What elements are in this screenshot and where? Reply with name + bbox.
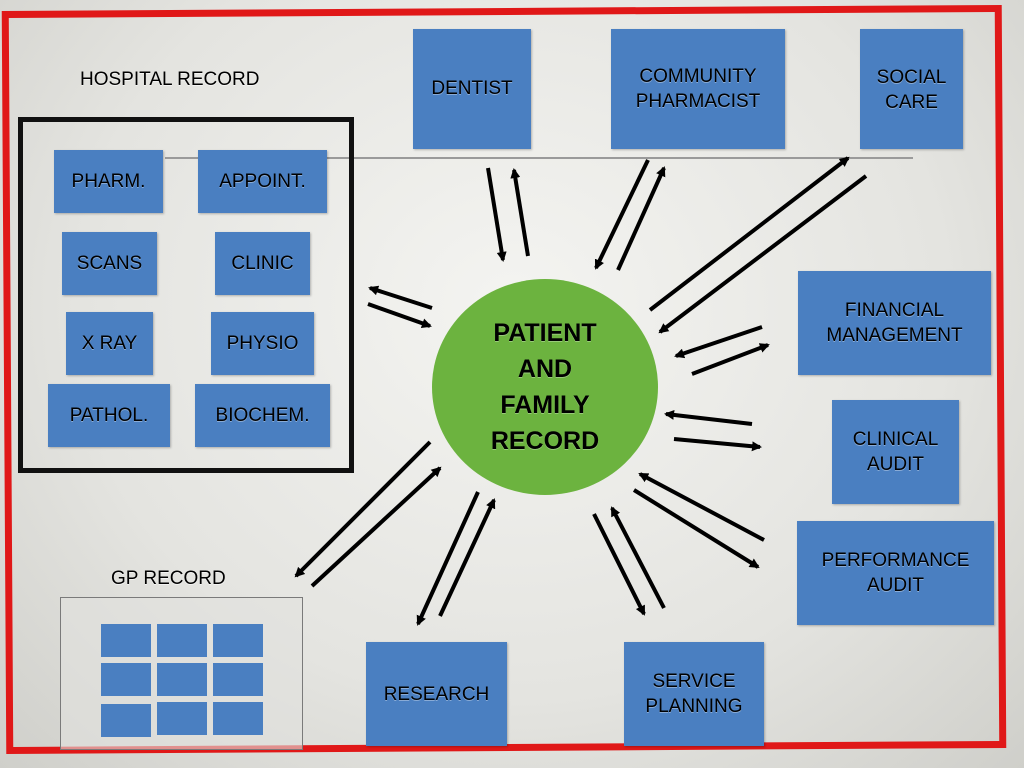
arrow-gp-record-to-center [310,466,442,588]
gp-record-cell [101,704,151,737]
gp-record-cell [157,702,207,735]
node-performance-audit[interactable]: PERFORMANCE AUDIT [797,521,994,625]
hospital-item-physio[interactable]: PHYSIO [211,312,314,375]
arrow-pharmacist-to-center [594,159,650,270]
arrow-clinical-to-center [664,409,753,426]
arrow-center-to-performance [632,488,760,569]
hospital-item-clinic[interactable]: CLINIC [215,232,310,295]
patient-family-record-label: PATIENT AND FAMILY RECORD [490,319,600,455]
hospital-item-scans[interactable]: SCANS [62,232,157,295]
arrow-hospital-record-to-center [367,302,432,329]
node-financial-management[interactable]: FINANCIAL MANAGEMENT [798,271,991,375]
arrow-center-to-financial [691,343,770,376]
hospital-record-group [18,117,354,473]
gp-record-cell [101,663,151,696]
arrow-center-to-social-care [648,156,850,312]
arrow-social-care-to-center [658,174,868,334]
arrow-center-to-clinical [673,437,762,452]
node-clinical-audit[interactable]: CLINICAL AUDIT [832,400,959,504]
gp-record-cell [213,702,263,735]
gp-record-cell [157,624,207,657]
gp-record-cell [157,663,207,696]
hospital-item-appoint[interactable]: APPOINT. [198,150,327,213]
hospital-item-pharm[interactable]: PHARM. [54,150,163,213]
hospital-record-title: HOSPITAL RECORD [80,69,260,90]
arrow-center-to-service-planning [592,513,646,616]
node-research[interactable]: RESEARCH [366,642,507,746]
hospital-item-xray[interactable]: X RAY [66,312,153,375]
arrow-center-to-research [416,491,480,626]
horizontal-rule [165,157,913,159]
gp-record-title: GP RECORD [111,568,226,589]
arrow-research-to-center [438,498,496,617]
arrow-center-to-pharmacist [616,166,666,271]
arrow-service-planning-to-center [610,506,666,609]
patient-family-record-circle[interactable]: PATIENT AND FAMILY RECORD [432,279,658,495]
node-community-pharmacist[interactable]: COMMUNITY PHARMACIST [611,29,785,149]
gp-record-cell [213,624,263,657]
node-social-care[interactable]: SOCIAL CARE [860,29,963,149]
arrow-center-to-hospital-record [368,285,433,310]
hospital-item-pathol[interactable]: PATHOL. [48,384,170,447]
hospital-item-biochem[interactable]: BIOCHEM. [195,384,330,447]
node-dentist[interactable]: DENTIST [413,29,531,149]
arrow-center-to-dentist [510,168,530,257]
arrow-dentist-to-center [486,167,507,262]
node-service-planning[interactable]: SERVICE PLANNING [624,642,764,746]
arrow-financial-to-center [674,325,763,359]
gp-record-cell [213,663,263,696]
arrow-performance-to-center [638,472,765,542]
gp-record-cell [101,624,151,657]
arrow-center-to-gp-record [294,440,432,578]
